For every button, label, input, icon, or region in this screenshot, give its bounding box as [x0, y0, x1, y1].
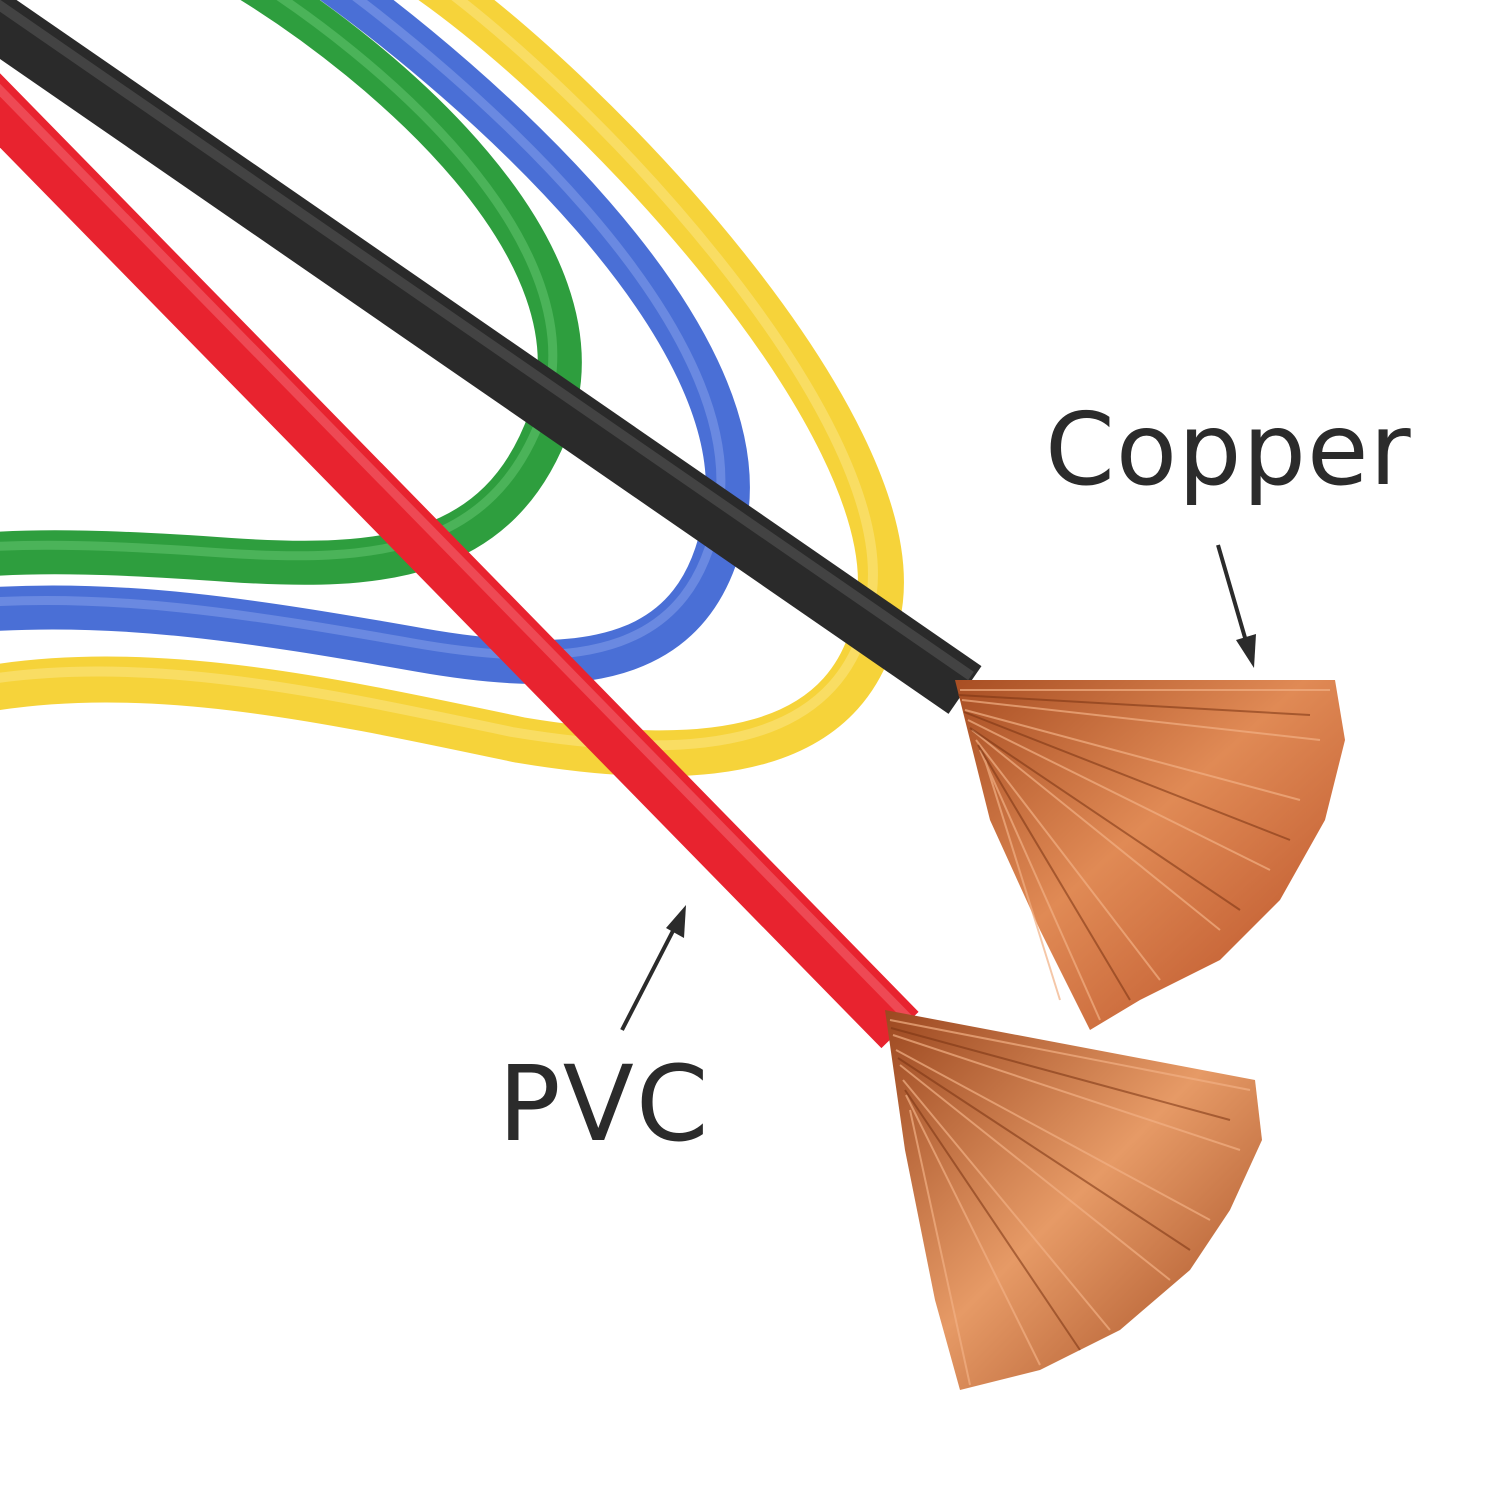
- copper-arrow: [1216, 544, 1256, 668]
- red-wire: [0, 73, 919, 1049]
- green-wire: [0, 0, 582, 585]
- pvc-label: PVC: [498, 1043, 711, 1165]
- pvc-arrow: [620, 905, 686, 1031]
- copper-label: Copper: [1045, 391, 1412, 508]
- copper-strands-lower: [885, 1010, 1262, 1390]
- black-wire: [0, 0, 982, 714]
- copper-strands-upper: [955, 680, 1345, 1030]
